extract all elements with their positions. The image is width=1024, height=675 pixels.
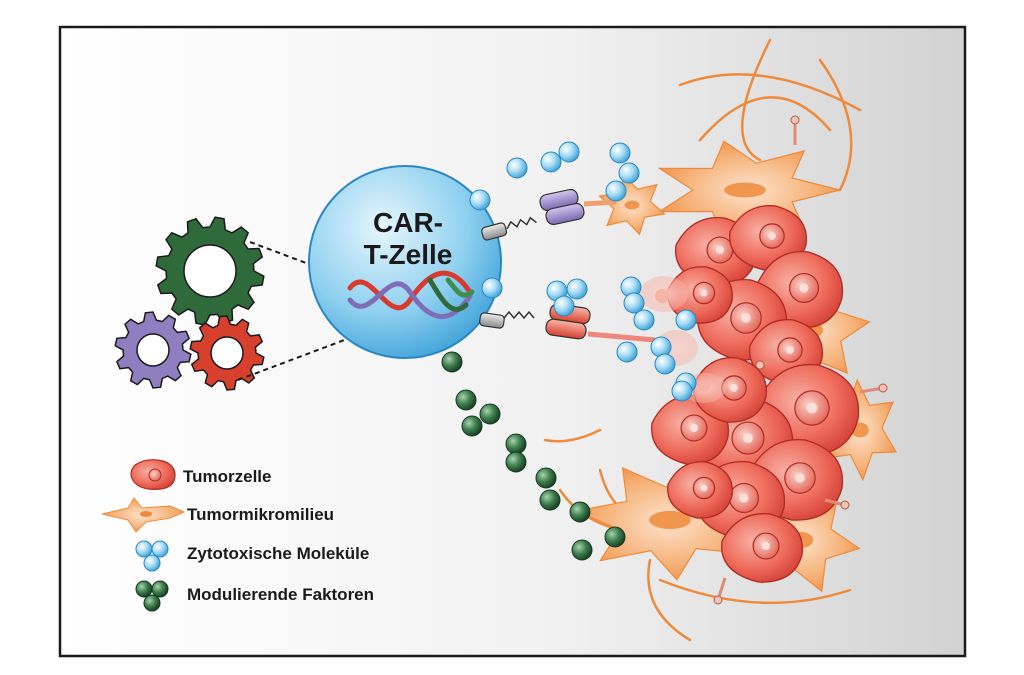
cytotoxic-molecules-icon — [135, 540, 169, 572]
cytotoxic-molecule — [553, 295, 575, 317]
microenvironment-icon — [101, 497, 186, 533]
legend: Tumorzelle Tumormikromilieu Zytotoxische… — [101, 459, 374, 612]
tumor-cell — [693, 357, 767, 423]
modulating-factor — [604, 526, 626, 548]
cytotoxic-molecule — [633, 309, 655, 331]
cytotoxic-molecule — [605, 180, 627, 202]
dna-helix-icon — [347, 270, 475, 319]
cell-protrusion — [713, 577, 727, 605]
cytotoxic-molecule — [609, 142, 631, 164]
gear-icon — [114, 216, 265, 391]
modulating-factor — [461, 415, 483, 437]
modulating-factor — [535, 467, 557, 489]
zoom-line-bottom — [237, 335, 356, 381]
modulating-factor — [539, 489, 561, 511]
tumor-cell — [721, 513, 804, 583]
modulating-factor — [441, 351, 463, 373]
cytotoxic-molecule — [469, 189, 491, 211]
gear-green-icon — [155, 216, 265, 326]
car-t-cell: CAR- T-Zelle — [308, 165, 502, 359]
cell-label-line1: CAR- — [373, 207, 443, 238]
microenvironment-cell — [822, 378, 898, 482]
modulating-factor — [479, 403, 501, 425]
modulating-factor — [569, 501, 591, 523]
gear-red-icon — [189, 315, 265, 391]
cytotoxic-molecule — [623, 292, 645, 314]
tumor-cells — [651, 115, 888, 605]
gear-purple-icon — [114, 311, 192, 389]
modulating-factors — [441, 351, 626, 561]
cytotoxic-molecule — [540, 151, 562, 173]
modulating-factors-icon — [135, 580, 169, 612]
cytotoxic-molecule — [671, 380, 693, 402]
legend-label-modulating: Modulierende Faktoren — [187, 585, 374, 604]
cytotoxic-molecules — [469, 141, 697, 402]
cytotoxic-molecule — [618, 162, 640, 184]
modulating-factor — [505, 433, 527, 455]
legend-label-microenvironment: Tumormikromilieu — [187, 505, 334, 524]
cytotoxic-molecule — [675, 309, 697, 331]
extracellular-fibers — [543, 38, 862, 642]
cytotoxic-molecule — [506, 157, 528, 179]
car-receptor-top — [481, 188, 617, 241]
cytotoxic-molecule — [481, 277, 503, 299]
cell-protrusion — [859, 383, 888, 394]
cytotoxic-molecule — [654, 353, 676, 375]
tumor-cell — [667, 266, 733, 324]
tumor-cell — [667, 461, 733, 519]
cytotoxic-molecule — [558, 141, 580, 163]
modulating-factor — [455, 389, 477, 411]
cell-protrusion — [755, 358, 776, 370]
legend-label-cytotoxic: Zytotoxische Moleküle — [187, 544, 369, 563]
microenvironment-cell — [598, 174, 666, 236]
cell-protrusion — [790, 115, 800, 145]
cytotoxic-molecule — [616, 341, 638, 363]
cytotoxic-molecule — [566, 278, 588, 300]
modulating-factor — [505, 451, 527, 473]
modulating-factor — [571, 539, 593, 561]
legend-label-tumor-cell: Tumorzelle — [183, 467, 271, 486]
cell-protrusion — [824, 498, 850, 510]
cell-label-line2: T-Zelle — [364, 239, 453, 270]
tumor-cell-icon — [130, 459, 176, 490]
